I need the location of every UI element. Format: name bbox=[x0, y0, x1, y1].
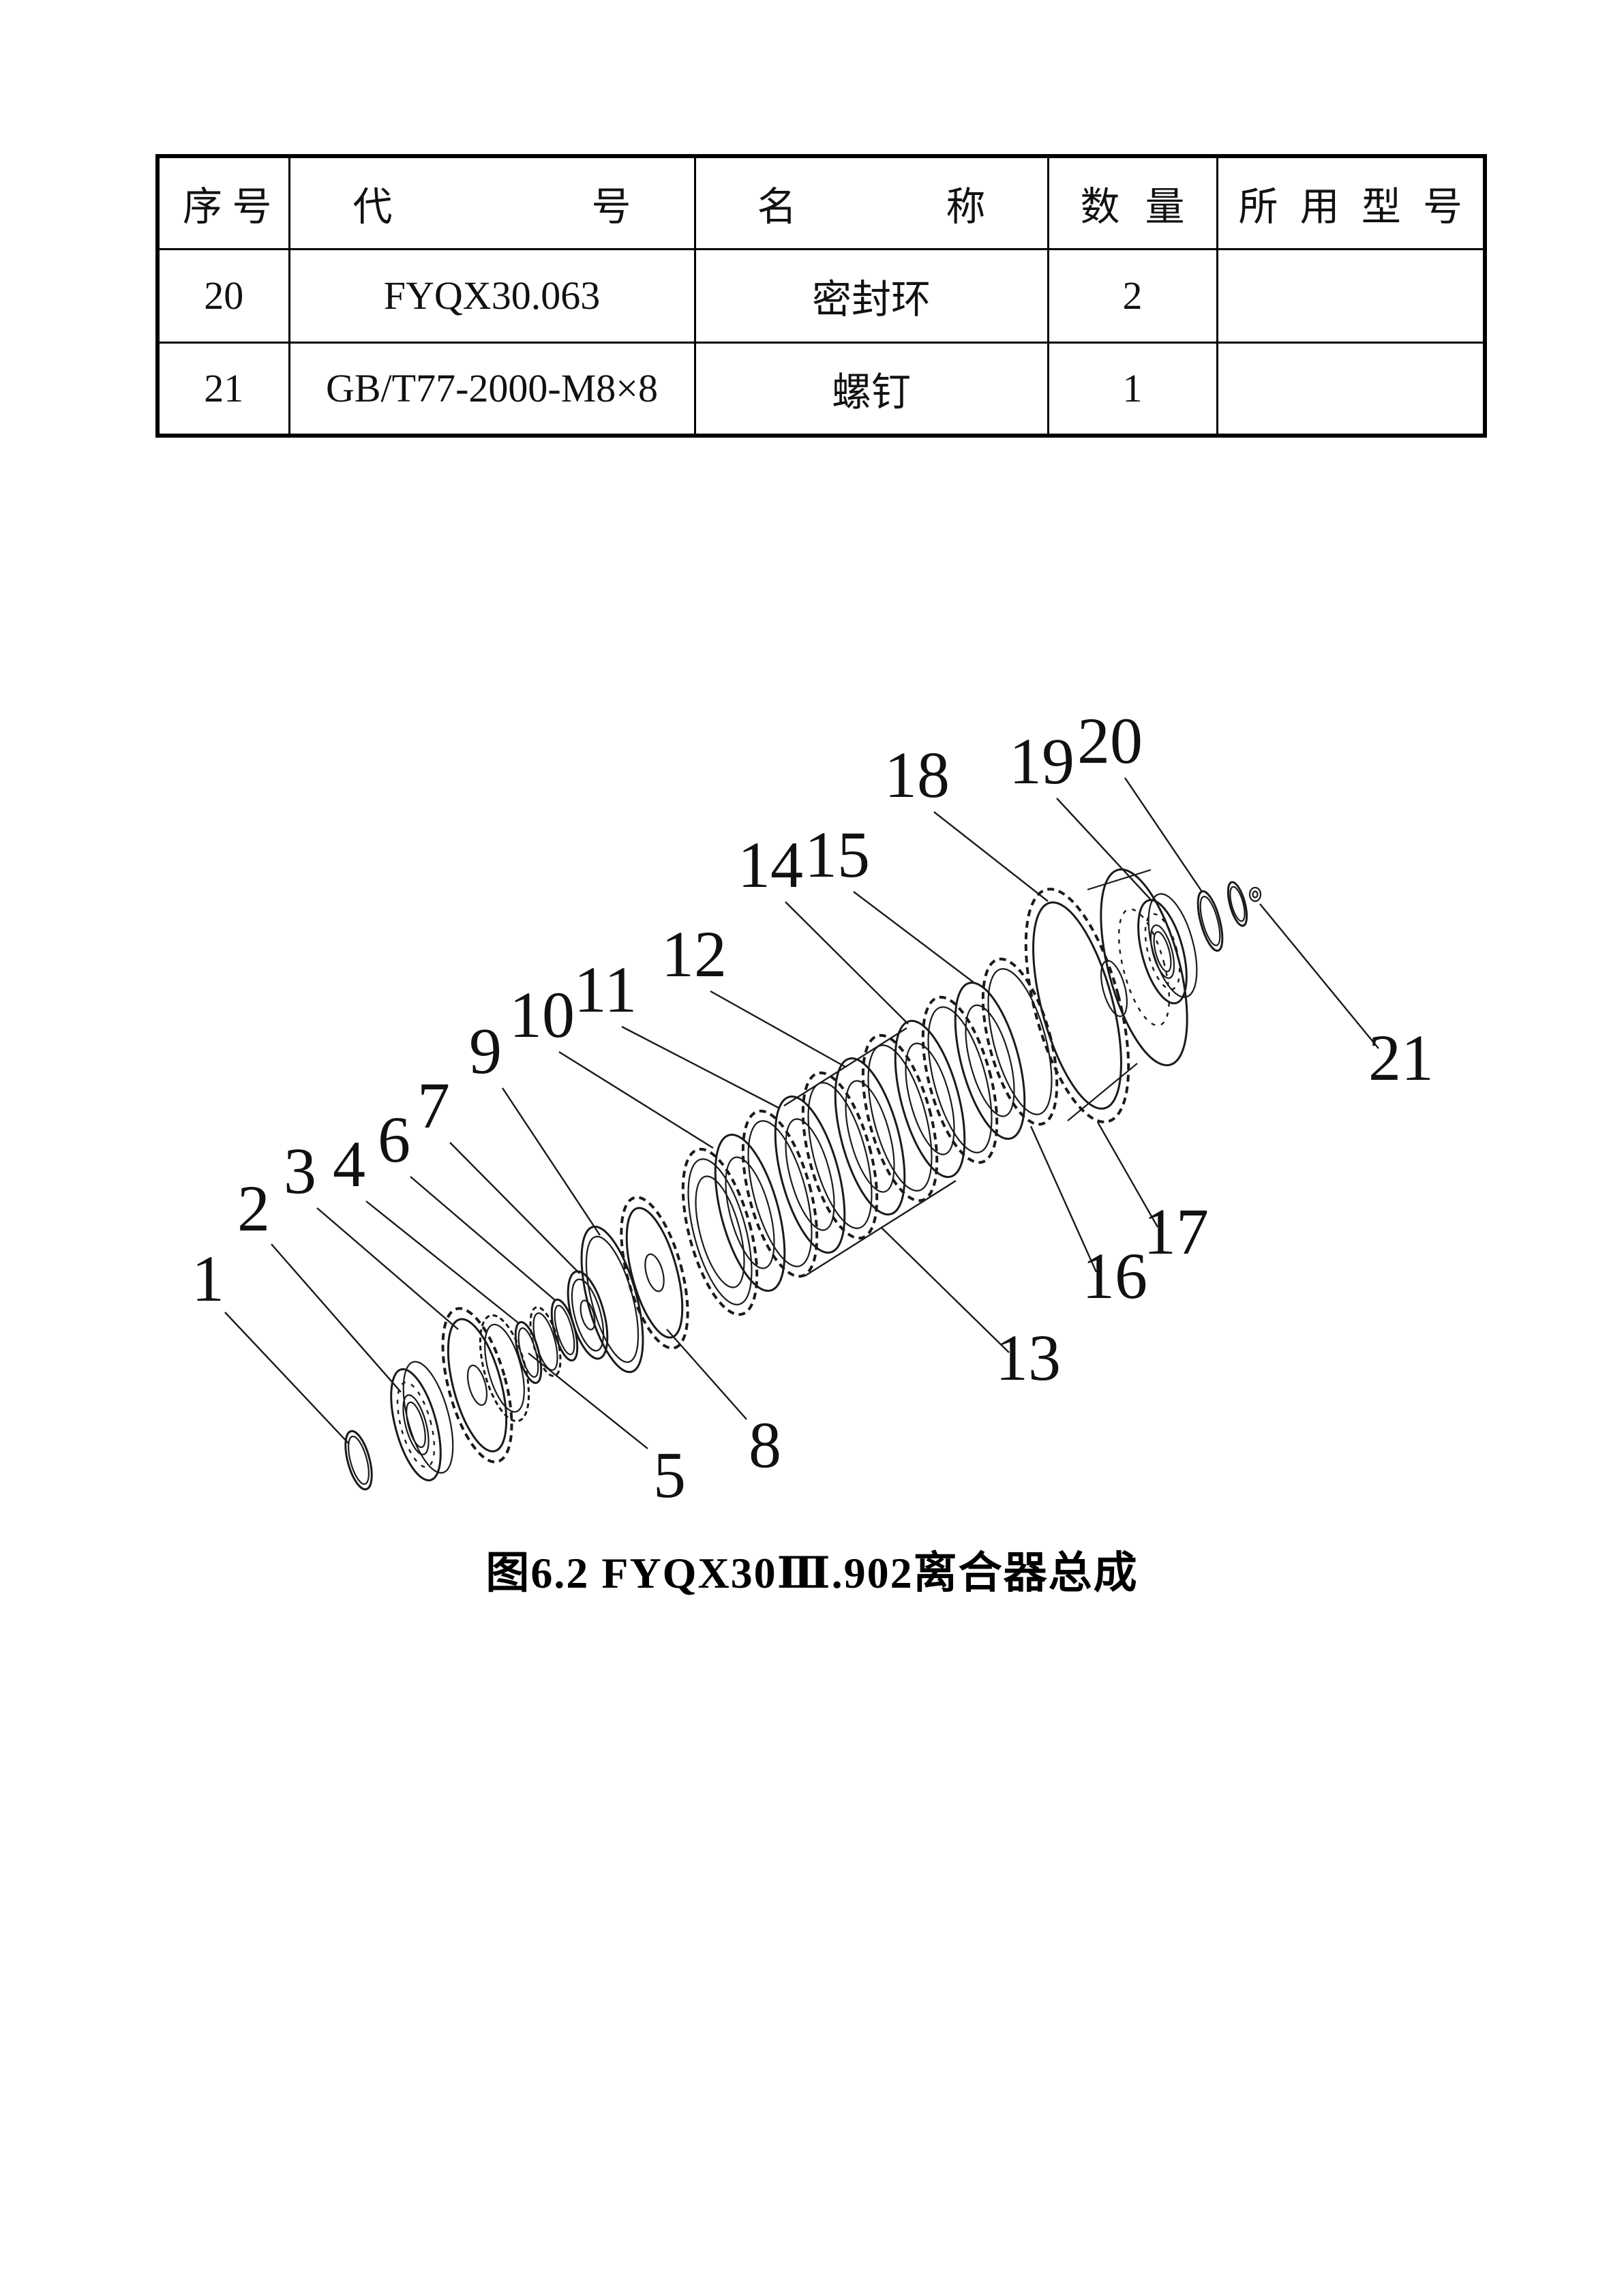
cell-qty: 2 bbox=[1047, 247, 1218, 344]
part-clutch-plate-stack bbox=[681, 957, 1059, 1316]
col-header-model: 所 用 型 号 bbox=[1216, 155, 1486, 250]
part-number-label: 18 bbox=[884, 738, 950, 811]
part-clutch-hub-gear bbox=[620, 1196, 689, 1350]
part-number-label: 11 bbox=[574, 953, 637, 1026]
col-header-code: 代 号 bbox=[288, 155, 696, 250]
col-header-name: 名 称 bbox=[693, 155, 1049, 250]
part-number-label: 2 bbox=[237, 1172, 270, 1245]
part-number-label: 3 bbox=[284, 1134, 316, 1207]
col-header-seq: 序 号 bbox=[156, 155, 290, 250]
part-ball-bearing-left bbox=[390, 1361, 454, 1482]
part-number-label: 4 bbox=[333, 1128, 365, 1200]
part-number-label: 1 bbox=[192, 1242, 224, 1315]
part-spacer-ring bbox=[514, 1320, 543, 1385]
cell-seq: 20 bbox=[156, 247, 290, 344]
part-double-gear bbox=[441, 1307, 530, 1464]
part-seal-ring bbox=[1197, 890, 1224, 952]
cell-model bbox=[1216, 247, 1486, 344]
part-number-label: 20 bbox=[1077, 704, 1143, 777]
figure-caption: 图6.2 FYQX30Ⅲ.902离合器总成 bbox=[485, 1549, 1139, 1597]
part-inner-race bbox=[567, 1270, 609, 1360]
table-header-row: 序 号 代 号 名 称 数 量 所 用 型 号 bbox=[156, 155, 1486, 250]
leader-lines bbox=[224, 777, 1379, 1449]
part-synchro-ring bbox=[580, 1225, 644, 1374]
part-number-label: 10 bbox=[509, 978, 575, 1051]
part-retaining-ring bbox=[1227, 881, 1248, 927]
part-number-label: 5 bbox=[653, 1438, 686, 1511]
cell-code: GB/T77-2000-M8×8 bbox=[288, 341, 696, 437]
part-number-labels: 1 2 3 4 5 6 7 8 9 10 11 12 13 14 15 16 1… bbox=[192, 704, 1434, 1511]
part-number-label: 14 bbox=[738, 828, 803, 901]
part-number-label: 9 bbox=[469, 1014, 502, 1087]
part-number-label: 19 bbox=[1009, 725, 1074, 798]
part-number-label: 7 bbox=[417, 1069, 450, 1142]
col-header-qty: 数 量 bbox=[1047, 155, 1218, 250]
parts-table: 序 号 代 号 名 称 数 量 所 用 型 号 20 FYQX30.063 密封… bbox=[155, 154, 1487, 438]
part-ball-bearing-right bbox=[1137, 893, 1198, 1005]
part-screw bbox=[1248, 886, 1262, 903]
part-number-label: 16 bbox=[1082, 1239, 1147, 1312]
part-number-label: 17 bbox=[1143, 1195, 1209, 1268]
part-snap-ring-small bbox=[344, 1430, 373, 1491]
cell-name: 密封环 bbox=[693, 247, 1049, 344]
table-row: 20 FYQX30.063 密封环 2 bbox=[156, 247, 1486, 344]
part-number-label: 12 bbox=[661, 918, 727, 991]
cell-qty: 1 bbox=[1047, 341, 1218, 437]
cell-model bbox=[1216, 341, 1486, 437]
part-number-label: 6 bbox=[378, 1103, 410, 1176]
cell-seq: 21 bbox=[156, 341, 290, 437]
part-number-label: 15 bbox=[805, 818, 870, 891]
table-row: 21 GB/T77-2000-M8×8 螺钉 1 bbox=[156, 341, 1486, 437]
part-number-label: 21 bbox=[1368, 1021, 1434, 1094]
cell-code: FYQX30.063 bbox=[288, 247, 696, 344]
part-number-label: 8 bbox=[749, 1408, 781, 1481]
cell-name: 螺钉 bbox=[693, 341, 1049, 437]
part-number-label: 13 bbox=[995, 1321, 1061, 1394]
